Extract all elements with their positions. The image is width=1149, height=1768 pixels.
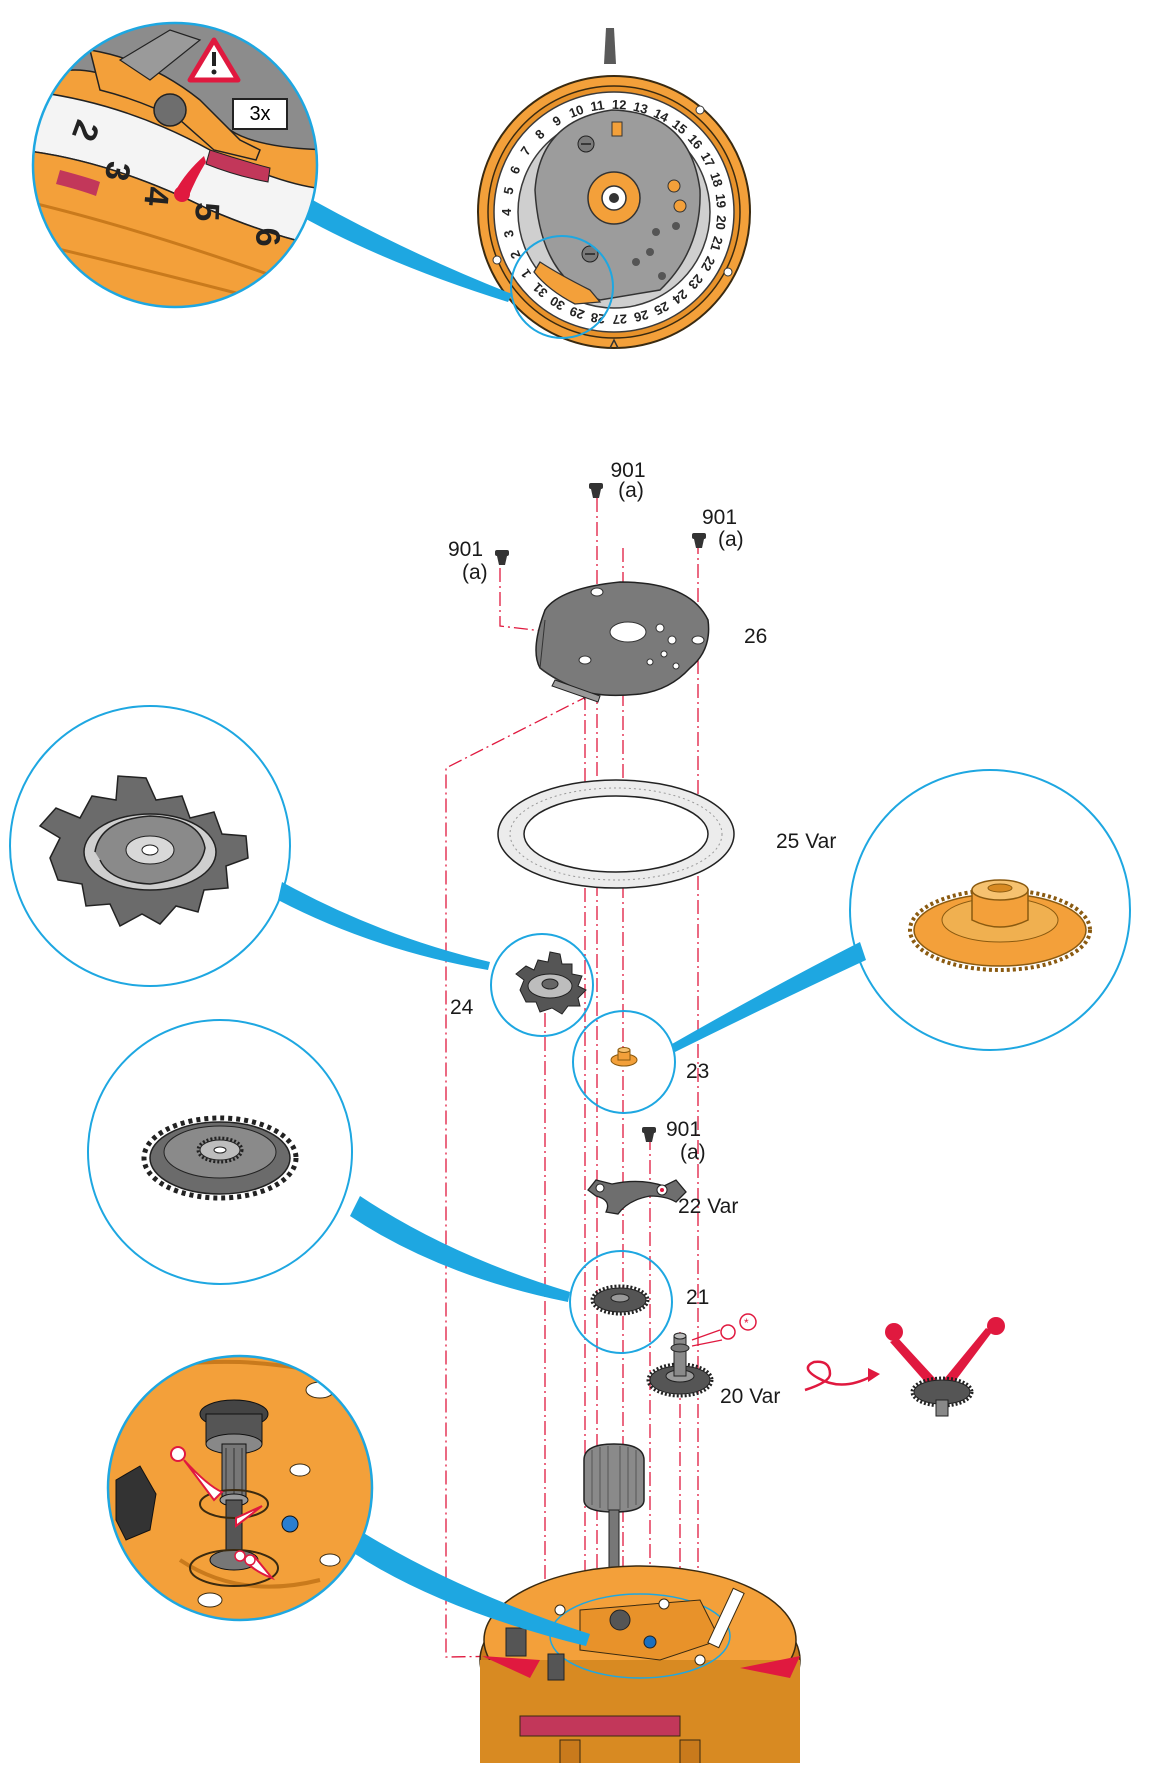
label-screw-901-mid: 901 xyxy=(666,1118,702,1141)
label-part-22: 22 Var xyxy=(678,1195,739,1218)
label-screw-a-top: (a) xyxy=(618,479,644,502)
detail-target-circle xyxy=(510,235,614,339)
label-screw-901-left: 901 xyxy=(448,538,484,561)
label-part-24: 24 xyxy=(450,996,474,1019)
zoom-callout-top: 2 3 4 5 6 xyxy=(31,21,319,309)
callout-connector xyxy=(350,1196,570,1302)
lubricant-marker-icon: * xyxy=(691,1313,757,1347)
date-number: 22 xyxy=(698,254,718,274)
date-number: 14 xyxy=(651,105,671,125)
detail-target-circle xyxy=(490,933,594,1037)
label-screw-a-left: (a) xyxy=(462,561,488,584)
date-number: 26 xyxy=(632,307,650,325)
label-screw-901-right: 901 xyxy=(702,506,738,529)
label-part-26: 26 xyxy=(744,625,768,648)
detail-target-circle xyxy=(569,1250,673,1354)
zoom-circle-border xyxy=(106,1354,374,1622)
rotate-arrow-icon xyxy=(804,1360,880,1392)
date-number: 19 xyxy=(713,193,729,209)
zoom-circle-border xyxy=(31,21,319,309)
part-23-small xyxy=(610,1047,638,1067)
zoom-number-6: 6 xyxy=(248,227,287,247)
center-staff-assembly xyxy=(583,1443,645,1581)
zoom-callout-bottom xyxy=(106,1354,374,1622)
label-part-20: 20 Var xyxy=(720,1385,781,1408)
date-number: 21 xyxy=(707,235,726,253)
screw-icon xyxy=(642,1127,656,1142)
label-screw-a-right: (a) xyxy=(718,528,744,551)
date-number: 3 xyxy=(501,229,517,239)
date-number: 28 xyxy=(590,310,607,327)
part-26-date-plate xyxy=(535,581,710,703)
date-number: 12 xyxy=(612,97,627,113)
date-number: 30 xyxy=(547,293,567,313)
callout-connector xyxy=(352,1532,590,1646)
repeat-count-badge: 3x xyxy=(232,98,288,130)
warning-triangle-icon xyxy=(187,37,241,83)
date-number: 10 xyxy=(567,102,586,121)
date-number: 18 xyxy=(707,170,726,188)
date-number: 17 xyxy=(698,150,718,170)
date-number: 20 xyxy=(713,215,729,231)
part-24-zoom-illustration xyxy=(38,775,249,928)
part-23-zoom-illustration xyxy=(908,879,1092,972)
label-screw-a-mid: (a) xyxy=(680,1141,706,1164)
screw-901-icons xyxy=(495,483,706,1142)
part-20-drive-wheel xyxy=(646,1332,714,1398)
detail-target-circle xyxy=(572,1010,676,1114)
label-part-21: 21 xyxy=(686,1286,710,1309)
zoom-number-4: 4 xyxy=(136,185,176,207)
part-22-cannon-pinion-bridge xyxy=(587,1179,687,1215)
date-number: 5 xyxy=(501,186,517,196)
callout-connector xyxy=(278,882,490,970)
date-number: 13 xyxy=(632,99,650,117)
zoom-number-5: 5 xyxy=(187,202,226,222)
label-screw-901-top: 901 xyxy=(610,459,646,482)
label-part-25: 25 Var xyxy=(776,830,837,853)
label-part-23: 23 xyxy=(686,1060,710,1083)
callout-connector xyxy=(672,942,866,1052)
part-21-small xyxy=(590,1284,650,1316)
date-number: 11 xyxy=(589,97,605,114)
date-number: 4 xyxy=(499,208,514,216)
date-number: 29 xyxy=(568,303,587,322)
screw-icon xyxy=(589,483,603,498)
part-21-zoom-illustration xyxy=(141,1115,299,1201)
part-25-date-ring xyxy=(497,779,735,889)
svg-text:*: * xyxy=(744,1316,749,1330)
screw-icon xyxy=(692,533,706,548)
tweezers-icon xyxy=(885,1317,1005,1417)
winding-stem xyxy=(604,28,616,64)
date-number: 27 xyxy=(612,311,627,327)
part-24-small xyxy=(515,951,587,1015)
screw-icon xyxy=(495,550,509,565)
date-number: 25 xyxy=(652,298,672,318)
callout-connector xyxy=(290,190,512,302)
base-movement xyxy=(479,1565,801,1763)
